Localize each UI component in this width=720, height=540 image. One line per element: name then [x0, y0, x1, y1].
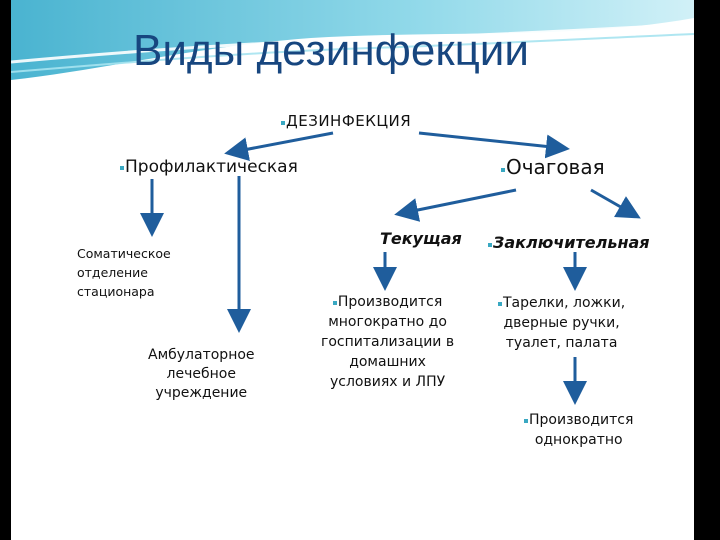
node-somatic-department: Соматическое отделение стационара [77, 244, 187, 301]
current-desc-line: многократно до [328, 314, 447, 330]
outpatient-line: Амбулаторное [148, 347, 255, 363]
node-focal: Очаговая [501, 155, 605, 179]
node-disinfection-label: ДЕЗИНФЕКЦИЯ [286, 112, 412, 130]
arrow-root-to-focal [418, 131, 570, 159]
final-desc-text: Тарелки, ложки, [503, 295, 626, 311]
bullet-icon [488, 242, 492, 247]
current-desc-line: домашних [349, 354, 426, 370]
diagram-arrows [140, 131, 641, 405]
node-final: Заключительная [488, 233, 650, 252]
node-disinfection: ДЕЗИНФЕКЦИЯ [281, 112, 411, 130]
somatic-line: стационара [77, 284, 155, 299]
node-final-once: Производится однократно [524, 410, 633, 450]
arrow-root-to-profilactic [224, 131, 334, 161]
node-outpatient: Амбулаторное лечебное учреждение [148, 346, 255, 403]
bullet-icon [281, 120, 285, 125]
header-wave-decoration [11, 0, 694, 80]
bullet-icon [332, 301, 337, 305]
arrow-focal-to-final [590, 188, 641, 219]
final-desc-line: туалет, палата [505, 335, 618, 351]
somatic-line: Соматическое [77, 246, 171, 261]
bullet-icon [501, 167, 505, 172]
bullet-icon [524, 419, 528, 423]
node-current: Текущая [380, 229, 462, 248]
arrow-focal-to-current [394, 188, 517, 222]
node-final-label: Заключительная [493, 233, 650, 252]
final-once-line: Производится [524, 410, 633, 430]
current-desc-line: госпитализации в [321, 334, 455, 350]
somatic-line: отделение [77, 265, 148, 280]
slide: Виды дезинфекции ДЕЗИНФЕКЦИЯ Профилактич… [11, 0, 694, 540]
final-desc-line: Тарелки, ложки, [498, 293, 625, 313]
final-once-text: Производится [529, 412, 634, 428]
outpatient-line: учреждение [155, 385, 248, 401]
current-desc-line: Производится [321, 292, 454, 312]
current-desc-line: условиях и ЛПУ [329, 374, 446, 390]
node-profilactic: Профилактическая [120, 157, 298, 177]
final-once-line: однократно [534, 432, 623, 448]
bullet-icon [498, 302, 502, 306]
node-final-description: Тарелки, ложки, дверные ручки, туалет, п… [498, 293, 625, 353]
outpatient-line: лечебное [166, 366, 236, 382]
node-focal-label: Очаговая [506, 155, 605, 179]
node-current-label: Текущая [380, 229, 462, 248]
bullet-icon [120, 166, 124, 170]
final-desc-line: дверные ручки, [503, 315, 620, 331]
current-desc-text: Производится [337, 294, 443, 310]
node-profilactic-label: Профилактическая [125, 157, 298, 177]
slide-title: Виды дезинфекции [133, 26, 529, 75]
node-current-description: Производится многократно до госпитализац… [321, 292, 454, 392]
